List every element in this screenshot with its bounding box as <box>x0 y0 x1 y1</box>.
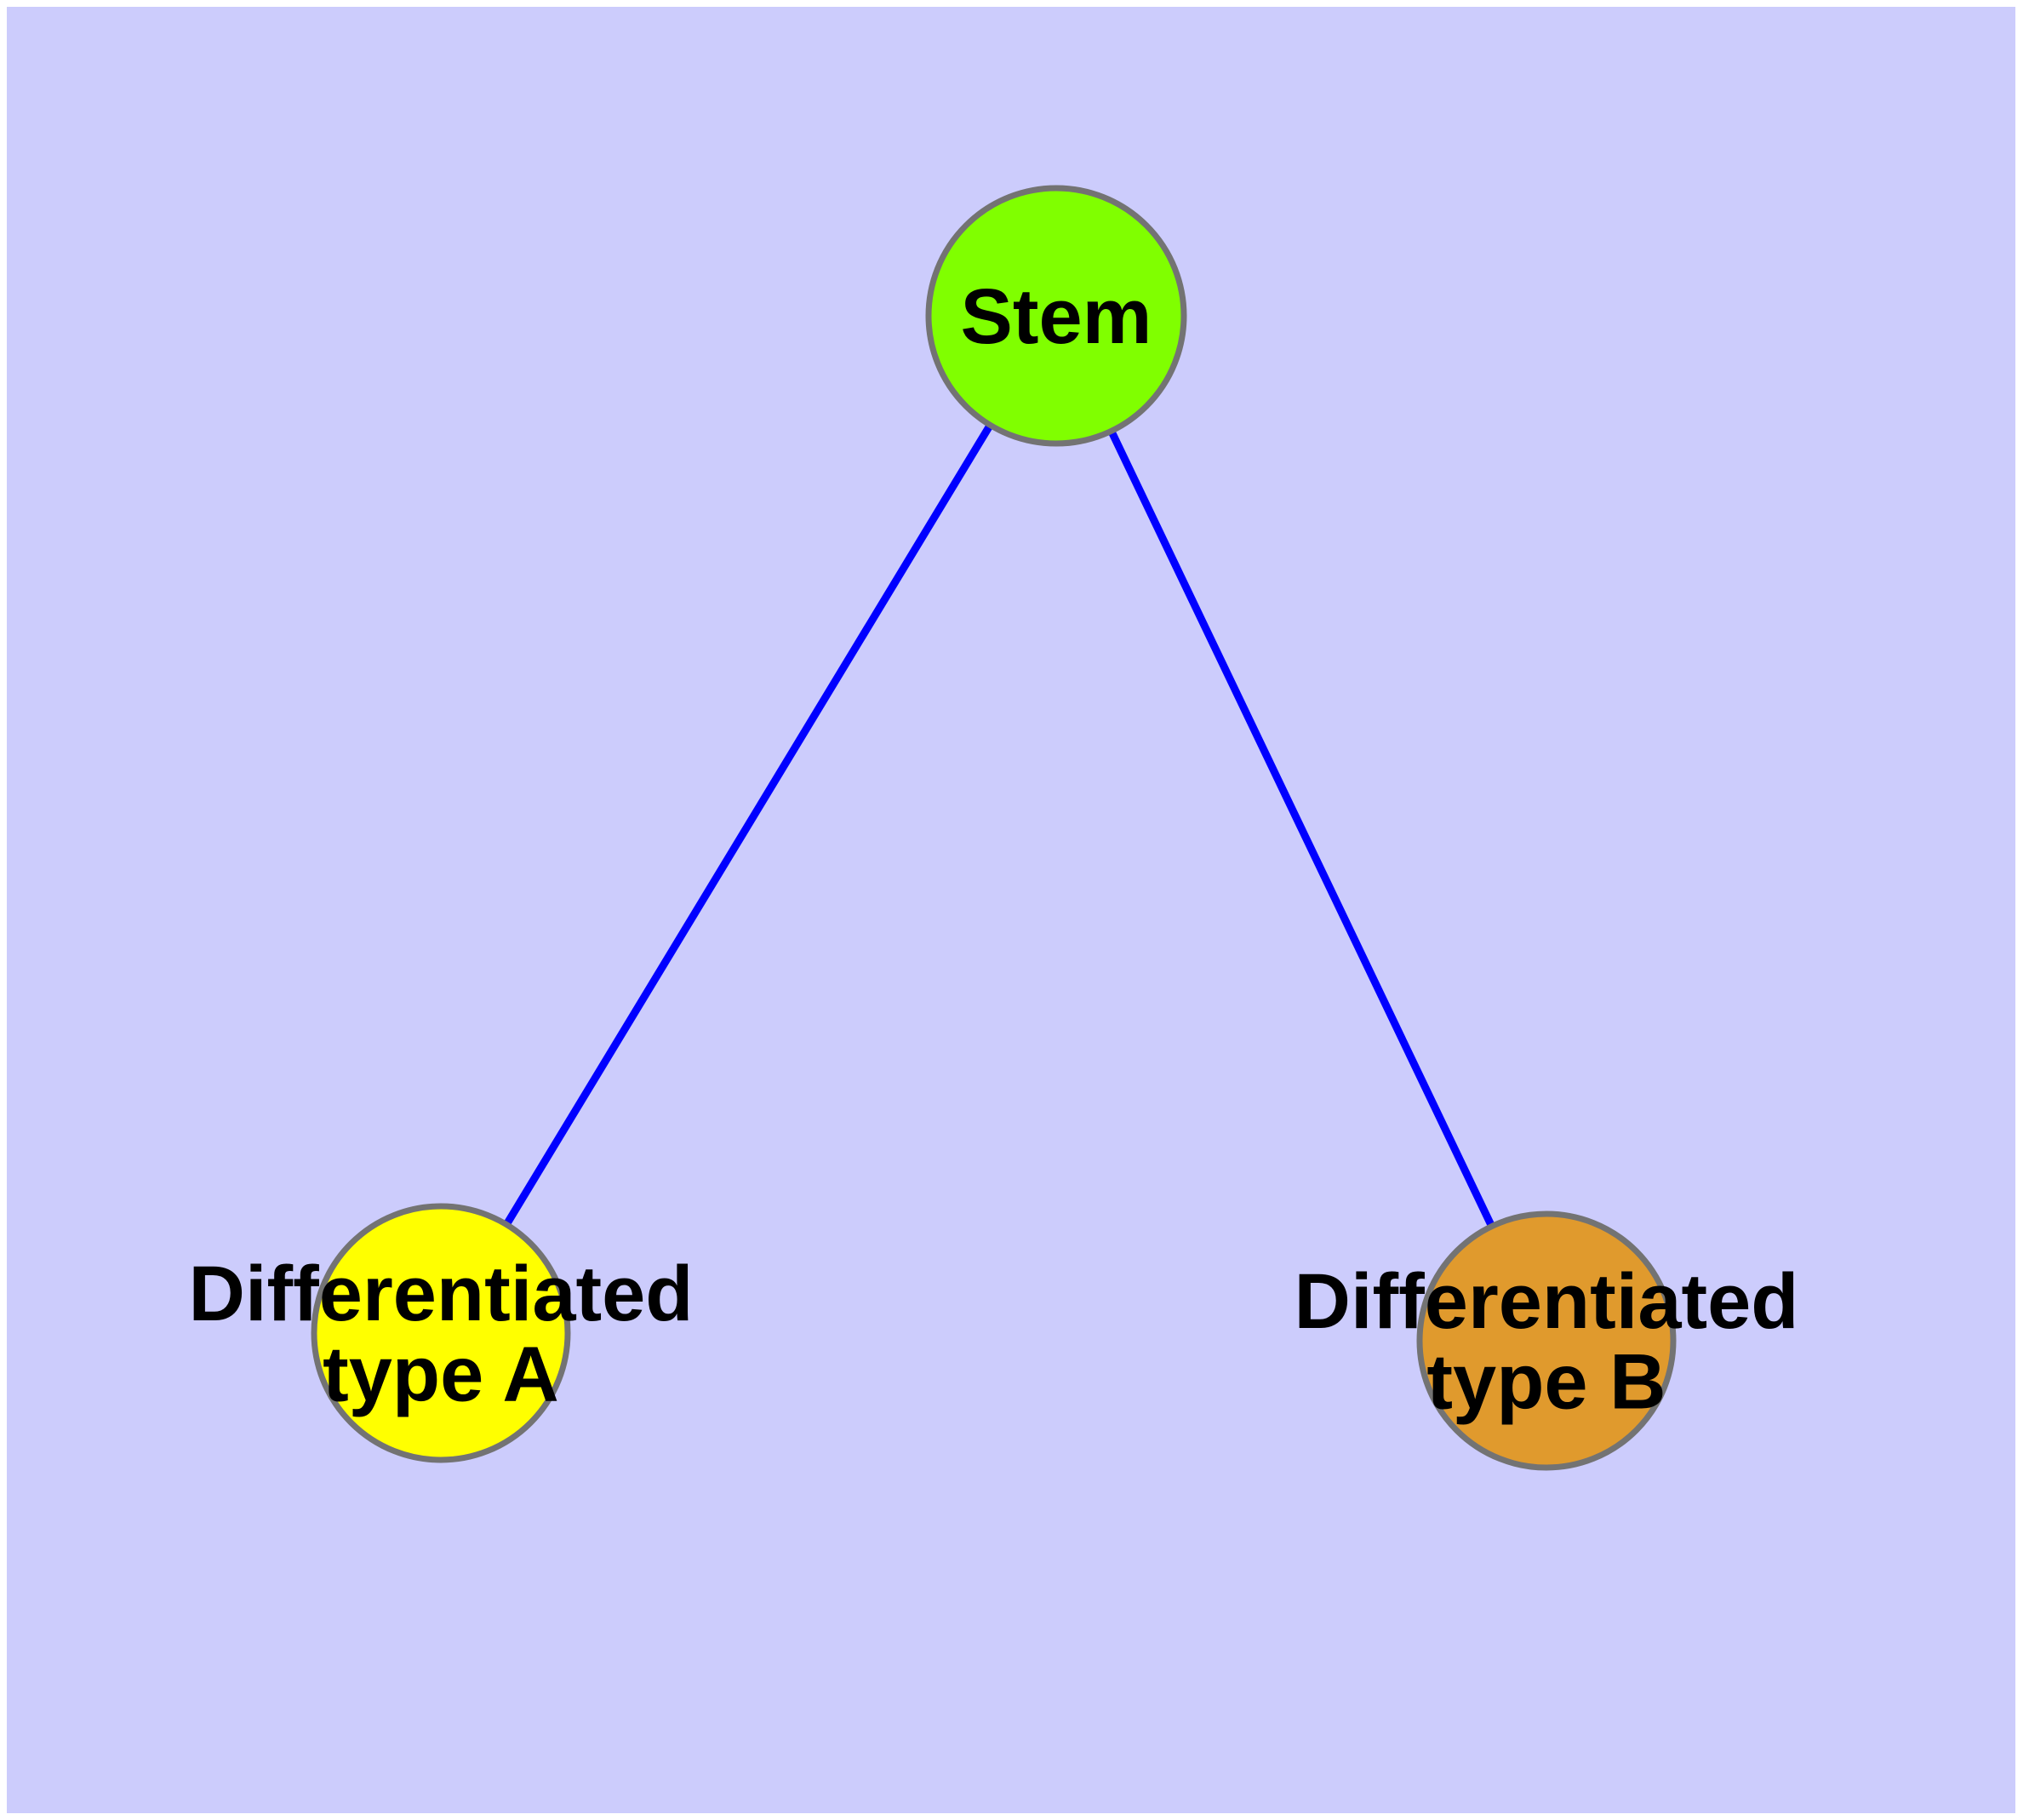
node-diff_b[interactable] <box>1416 1210 1677 1471</box>
node-diff_a[interactable] <box>311 1203 571 1463</box>
node-label-stem: Stem <box>961 273 1152 360</box>
node-stem[interactable] <box>925 185 1187 447</box>
nodes-group <box>311 185 1677 1471</box>
node-label-line: type A <box>323 1331 559 1418</box>
node-label-line: Stem <box>961 273 1152 360</box>
node-label-line: Differentiated <box>1295 1258 1799 1345</box>
edge-stem-diff-a <box>501 420 996 1230</box>
node-label-line: type B <box>1426 1339 1666 1426</box>
edge-stem-diff-b <box>1106 426 1497 1232</box>
node-label-line: Differentiated <box>189 1251 694 1337</box>
edges-group <box>501 420 1497 1232</box>
